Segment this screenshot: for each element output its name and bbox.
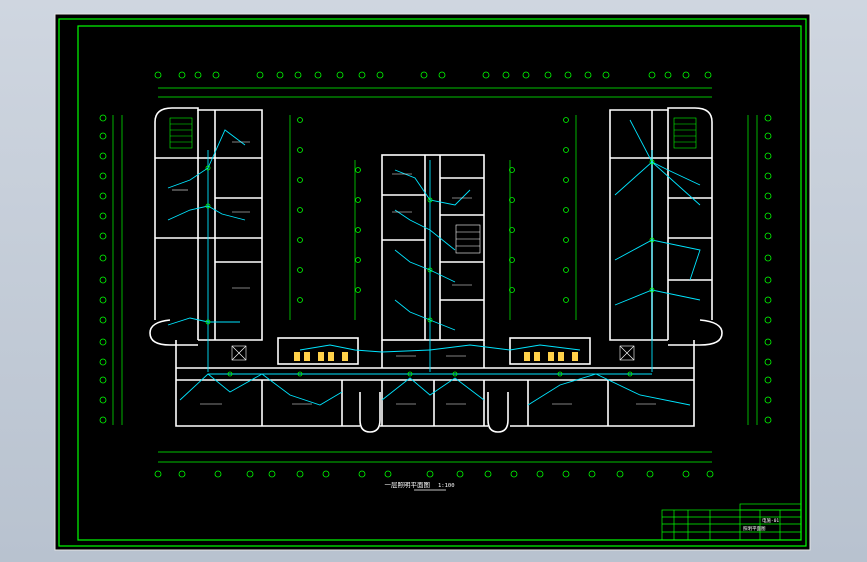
building-walls [149, 107, 723, 433]
toilet-fixtures [294, 352, 578, 361]
stairs [169, 117, 697, 361]
dimension-lines [112, 87, 758, 463]
inner-axis-bubbles [297, 117, 569, 303]
drawing-sheet [54, 13, 811, 551]
drawing-caption: 一层照明平面图 1:100 [385, 481, 455, 491]
title-block-project: 照明平面图 [743, 526, 766, 532]
axis-bubbles [99, 71, 772, 478]
sheet-frame-inner [77, 25, 802, 541]
drawing-caption-title: 一层照明平面图 [385, 481, 431, 489]
lighting-wiring [167, 119, 701, 406]
lamp-symbols [205, 159, 655, 377]
room-annotations [172, 141, 656, 405]
sheet-frame-outer [58, 18, 807, 547]
drawing-caption-scale: 1:100 [438, 483, 455, 489]
title-block-drawing-no: 电施-01 [762, 517, 779, 524]
title-block [661, 503, 802, 541]
